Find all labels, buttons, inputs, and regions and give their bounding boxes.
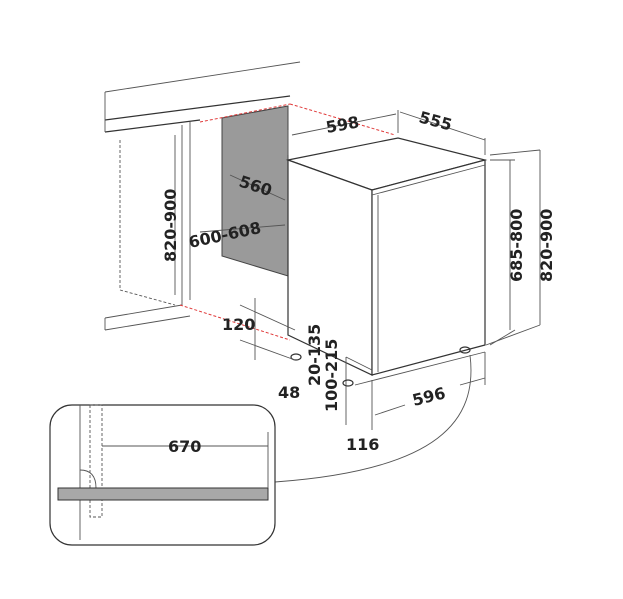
dim-foot-range: 100-215	[322, 339, 341, 412]
dim-appliance-depth: 555	[417, 108, 454, 135]
dim-foot-offset: 48	[278, 383, 300, 402]
dim-inset-clearance: 670	[168, 437, 201, 456]
countertop	[104, 61, 301, 133]
dim-foot-adjust: 20-135	[305, 324, 324, 386]
dimension-lines	[174, 110, 541, 430]
plinth	[57, 487, 269, 501]
inset-detail	[49, 354, 472, 546]
dim-plinth-height: 120	[222, 315, 255, 334]
dishwasher-body	[285, 137, 488, 395]
dim-door-width: 596	[410, 383, 447, 410]
dim-front-offset: 116	[346, 435, 379, 454]
dim-niche-height: 820-900	[161, 189, 180, 262]
dim-total-height: 820-900	[537, 209, 556, 282]
foot	[342, 379, 354, 387]
dim-appliance-height: 685-800	[507, 209, 526, 282]
foot	[459, 346, 471, 354]
foot	[290, 353, 302, 361]
